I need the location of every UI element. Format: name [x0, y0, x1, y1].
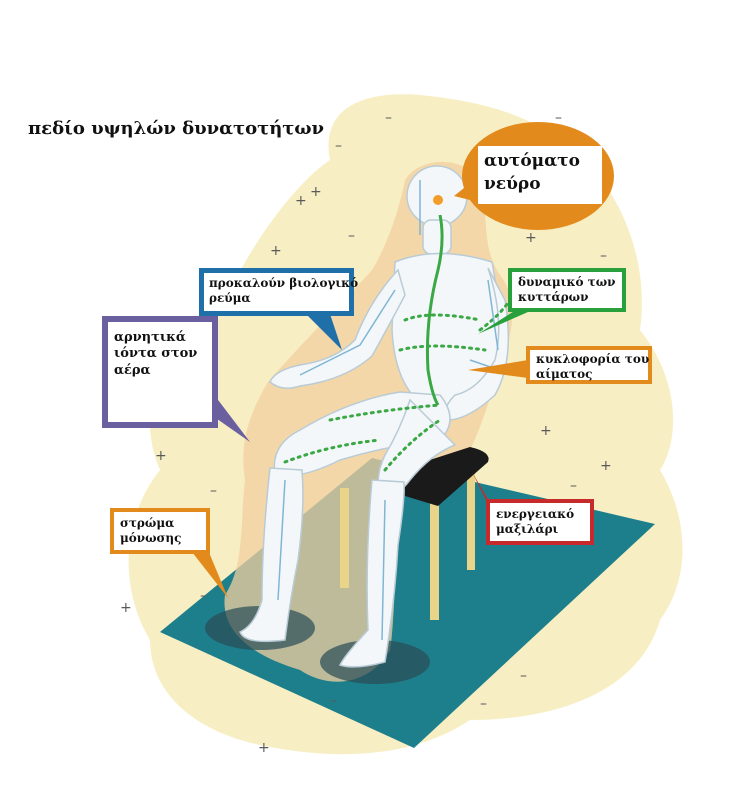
arm-left: [269, 268, 406, 389]
minus-sign-icon: –: [330, 693, 337, 709]
chair-leg: [467, 470, 475, 570]
minus-sign-icon: –: [385, 110, 392, 126]
field-charges: + + + + + + + + + – – – – – – – – – – –: [120, 110, 612, 756]
callout-line: αίματος: [536, 367, 593, 381]
callout-line: νεύρο: [484, 173, 541, 194]
callout-autonomic-nerve: αυτόματο νεύρο: [478, 146, 602, 204]
spinal-cord: [425, 214, 444, 406]
plus-sign-icon: +: [600, 458, 612, 474]
pointer-insulation-layer: [192, 550, 228, 598]
flow-line: [487, 279, 499, 351]
callout-line: ιόντα στον: [114, 346, 198, 362]
callout-line: αέρα: [114, 362, 151, 378]
flow-line: [277, 479, 286, 601]
callout-line: κυκλοφορία του: [536, 352, 650, 366]
plus-sign-icon: +: [295, 193, 307, 209]
plus-sign-icon: +: [120, 600, 132, 616]
callout-line: στρώμα: [120, 516, 175, 530]
pointer-cell-dynamics: [478, 310, 528, 334]
chair-leg: [430, 500, 439, 620]
neck: [422, 219, 452, 255]
callout-line: ρεύμα: [209, 291, 251, 305]
callout-blood-circulation: κυκλοφορία του αίματος: [526, 346, 652, 384]
nerve-branch: [478, 298, 512, 332]
plus-sign-icon: +: [258, 740, 270, 756]
minus-sign-icon: –: [210, 483, 217, 499]
callout-line: αυτόματο: [484, 151, 580, 171]
minus-sign-icon: –: [335, 138, 342, 154]
diagram-title: πεδίο υψηλών δυνατοτήτων: [28, 118, 325, 139]
chair-leg: [340, 488, 349, 588]
minus-sign-icon: –: [200, 588, 207, 604]
plus-sign-icon: +: [155, 448, 167, 464]
minus-sign-icon: –: [570, 478, 577, 494]
callout-line: προκαλούν βιολογικό: [209, 276, 359, 290]
flow-line: [299, 289, 396, 376]
callout-line: αρνητικά: [114, 330, 186, 345]
minus-sign-icon: –: [600, 248, 607, 264]
flow-line: [381, 499, 386, 641]
minus-sign-icon: –: [555, 110, 562, 126]
brain-nerve-center: [433, 195, 443, 205]
pointer-negative-ions: [210, 392, 250, 442]
minus-sign-icon: –: [520, 668, 527, 684]
minus-sign-icon: –: [348, 228, 355, 244]
pointer-blood-circulation: [468, 360, 528, 378]
plus-sign-icon: +: [270, 243, 282, 259]
plus-sign-icon: +: [540, 423, 552, 439]
callout-line: κυττάρων: [518, 290, 589, 304]
callout-insulation-layer: στρώμα μόνωσης: [110, 508, 210, 554]
callout-line: ενεργειακό: [496, 507, 575, 521]
shin: [239, 467, 304, 643]
callout-line: μαξιλάρι: [496, 522, 559, 536]
nerve-branch: [283, 313, 487, 472]
callout-negative-ions: αρνητικά ιόντα στον αέρα: [102, 316, 218, 428]
nervous-system: [283, 214, 512, 472]
plus-sign-icon: +: [310, 184, 322, 200]
callout-energy-pillow: ενεργειακό μαξιλάρι: [486, 499, 594, 545]
callout-line: μόνωσης: [120, 531, 182, 545]
callout-cell-dynamics: δυναμικό των κυττάρων: [508, 268, 626, 312]
callout-line: δυναμικό των: [518, 275, 616, 289]
shin: [338, 479, 405, 668]
minus-sign-icon: –: [480, 696, 487, 712]
plus-sign-icon: +: [525, 230, 537, 246]
pointer-bio-current: [306, 314, 342, 350]
callout-bio-current: προκαλούν βιολογικό ρεύμα: [199, 268, 359, 316]
blood-flow: [277, 180, 506, 641]
